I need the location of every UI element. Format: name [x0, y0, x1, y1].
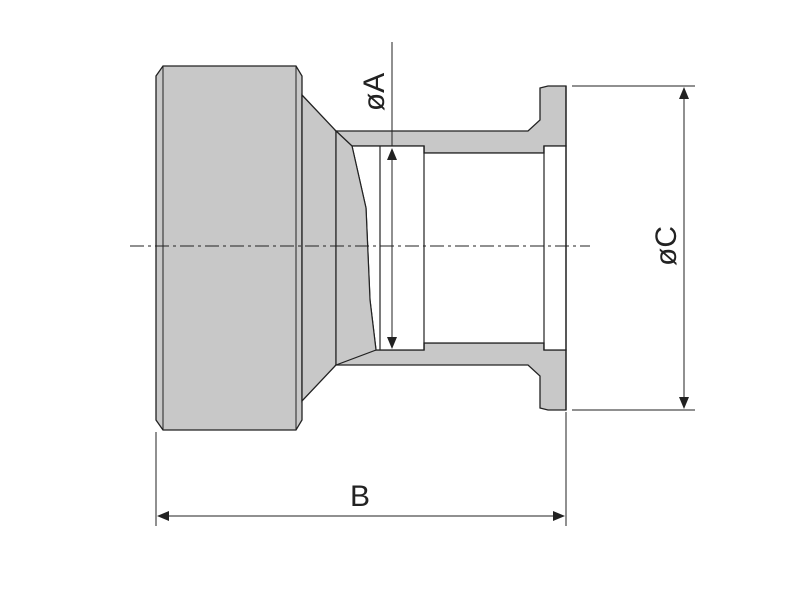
- label-dia-c: øC: [650, 226, 683, 266]
- seal-ring: [335, 129, 377, 366]
- taper-section: [301, 93, 337, 403]
- tube-lower-wall: [334, 342, 567, 411]
- label-dia-a: øA: [358, 73, 391, 111]
- label-length-b: B: [350, 480, 370, 513]
- nut-body: [155, 65, 303, 431]
- inner-bore: [351, 145, 567, 351]
